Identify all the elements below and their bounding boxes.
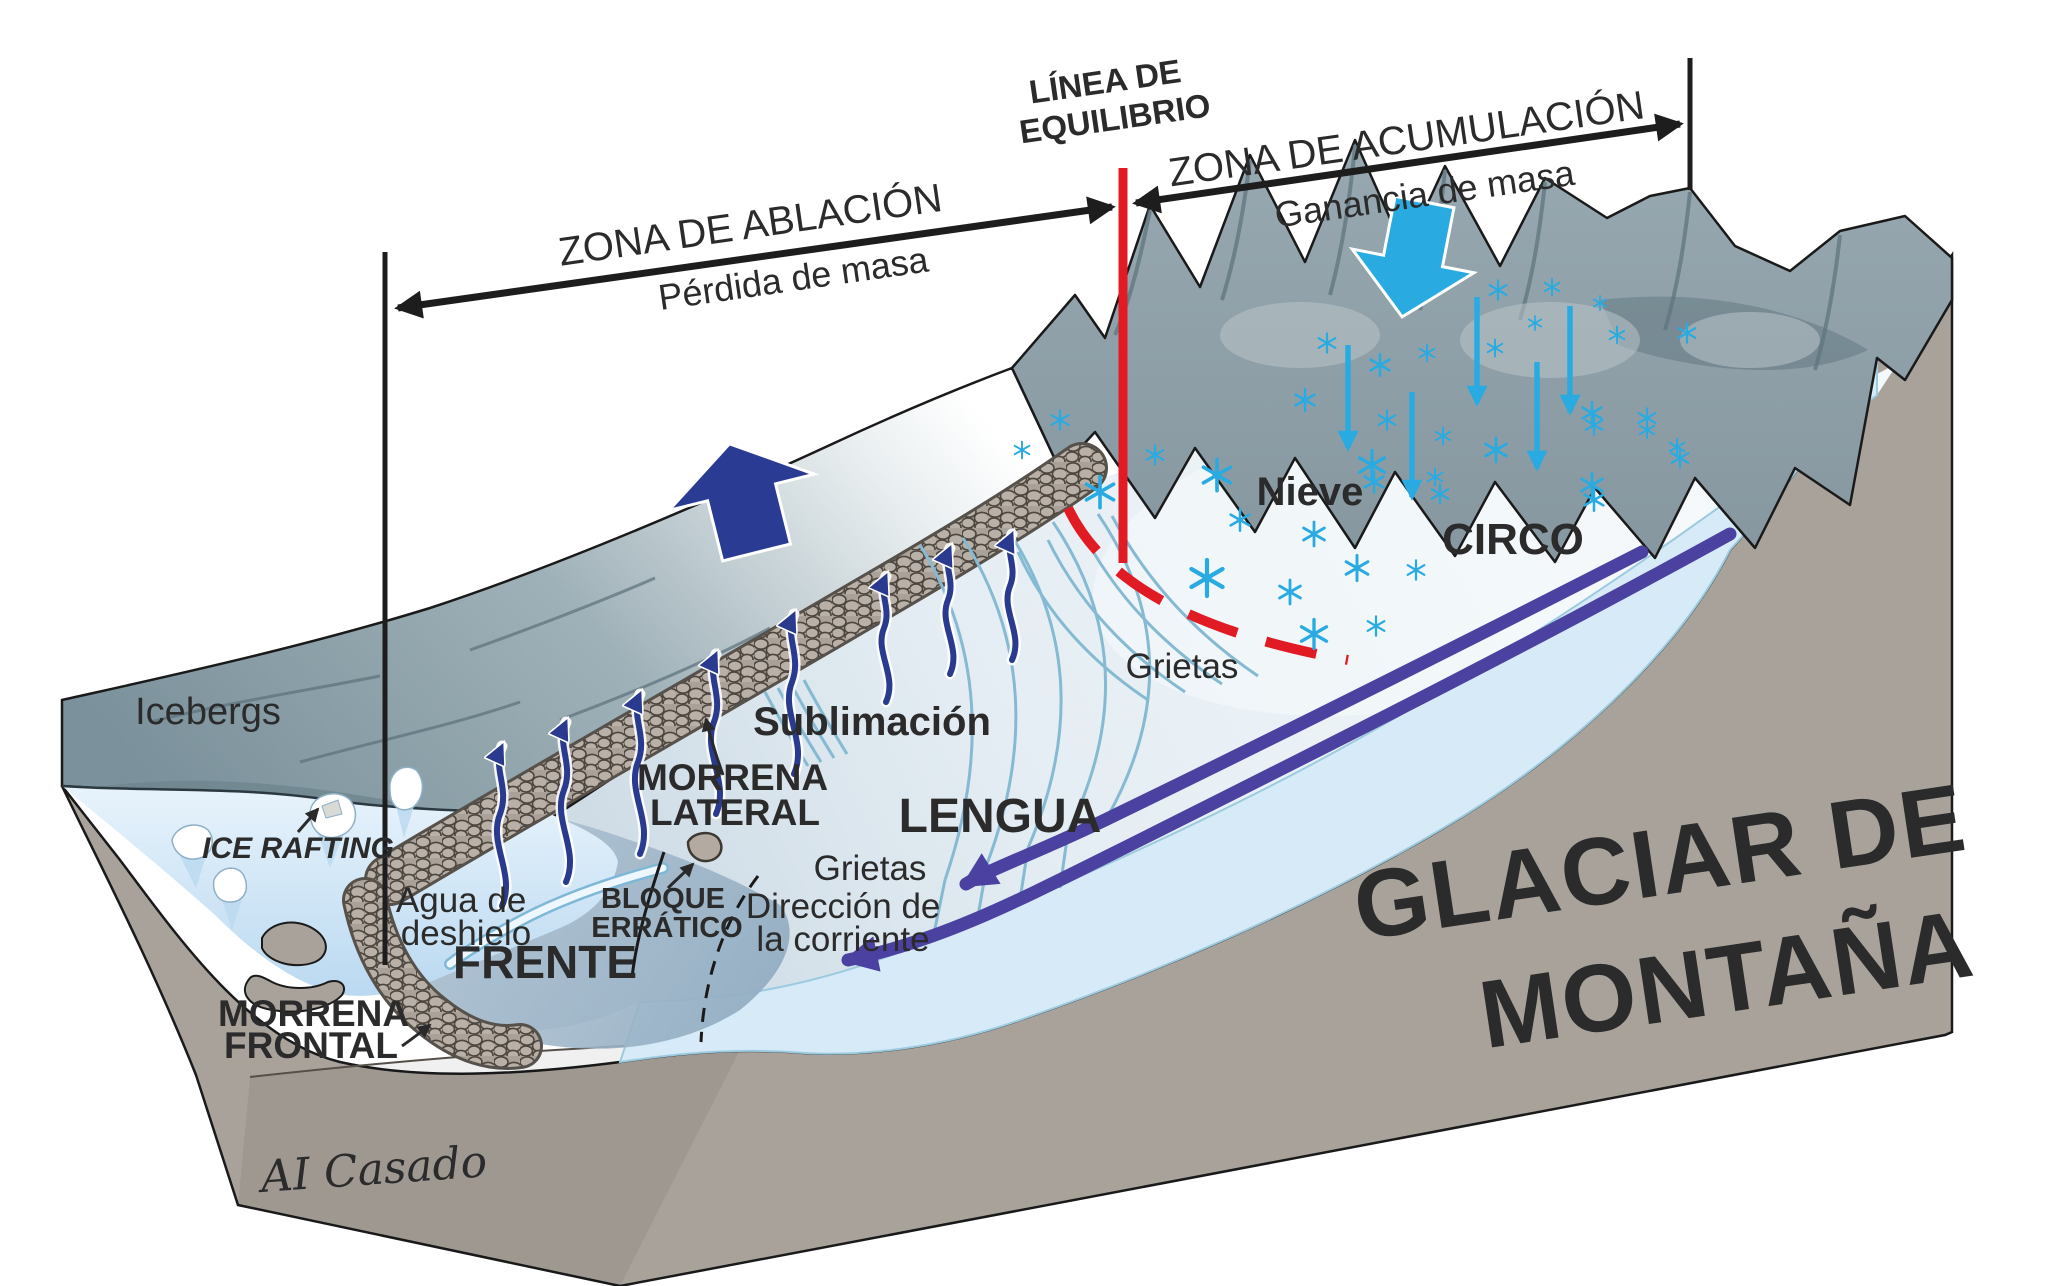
bloque-erratico-label: BLOQUE ERRÁTICO xyxy=(591,883,742,944)
meltwater-stream xyxy=(444,862,669,970)
icebergs-label: Icebergs xyxy=(135,691,281,733)
iceberg-facet xyxy=(321,799,343,819)
front-dashed-curve xyxy=(699,875,760,1043)
ice-rafting-label: ICE RAFTING xyxy=(202,832,394,865)
label-pointer-arrows xyxy=(296,717,725,1048)
direccion-corriente-label: Dirección de la corriente xyxy=(746,887,950,959)
mass-loss-arrow xyxy=(664,442,820,563)
morrena-lateral-label: MORRENA LATERAL xyxy=(637,757,837,833)
erratic-block-rock xyxy=(686,831,723,863)
lake-islands xyxy=(244,921,346,1013)
nieve-label: Nieve xyxy=(1257,470,1364,514)
bergschrund-dashed-arc xyxy=(1063,505,1349,665)
feature-labels: Nieve CIRCO Grietas Sublimación MORRENA … xyxy=(135,470,1584,1066)
snowfall-arrows xyxy=(1337,297,1581,501)
sublimation-arrow xyxy=(881,576,893,705)
ice-rafting-pointer xyxy=(296,807,320,833)
ablation-zone-arrow xyxy=(394,196,1116,319)
morrena-frontal-label: MORRENA FRONTAL xyxy=(218,993,418,1066)
flow-line-inner xyxy=(959,545,1649,891)
iceberg-shadows xyxy=(180,806,414,930)
front-boundary-curves xyxy=(630,851,760,1043)
equilibrium-line-label: LÍNEA DE EQUILIBRIO xyxy=(1012,49,1213,151)
sublimation-arrow xyxy=(497,746,509,909)
frontal-moraine-pointer xyxy=(401,1023,432,1048)
agua-deshielo-label: Agua de deshielo xyxy=(396,881,536,953)
ground-front-face xyxy=(238,1040,745,1286)
frontal-moraine-band xyxy=(345,880,540,1067)
lateral-moraine-pointer xyxy=(701,717,725,776)
mountain-light-patches xyxy=(1220,302,1820,378)
circo-label: CIRCO xyxy=(1442,515,1584,564)
sublimation-arrow xyxy=(1007,534,1019,663)
equilibrium-line-group xyxy=(1063,168,1349,665)
accumulation-zone-arrow xyxy=(1132,113,1684,214)
upper-tongue-crevasses xyxy=(763,679,849,767)
sublimation-arrow xyxy=(789,614,801,777)
terrain-texture-lines xyxy=(149,576,771,764)
sublimation-arrow xyxy=(945,548,957,677)
stream-water xyxy=(446,864,667,968)
grietas-circo-label: Grietas xyxy=(1126,647,1239,686)
sublimation-arrow xyxy=(635,694,647,857)
lengua-label: LENGUA xyxy=(899,790,1102,843)
mass-gain-arrow xyxy=(1348,194,1478,319)
sublimacion-label: Sublimación xyxy=(753,700,991,744)
flow-line-outer xyxy=(841,527,1737,972)
grietas-lengua-label: Grietas xyxy=(814,849,927,888)
erratic-block-pointer xyxy=(666,862,695,890)
tongue-crevasse-fan xyxy=(918,513,1152,939)
crevasse-lines xyxy=(763,513,1259,939)
sublimation-arrows xyxy=(497,534,1021,912)
frente-label: FRENTE xyxy=(453,936,637,988)
icebergs xyxy=(171,766,424,903)
front-solid-curve xyxy=(630,851,666,979)
ice-flow-lines xyxy=(841,527,1737,972)
sublimation-arrow xyxy=(561,722,573,885)
zone-markers xyxy=(382,58,1693,965)
